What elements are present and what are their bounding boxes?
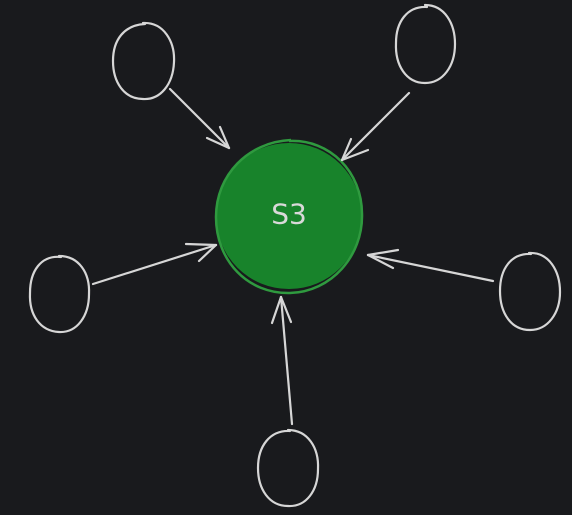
satellite-node-right[interactable]: [498, 251, 562, 332]
arrow-bottom-to-center: [270, 295, 294, 426]
satellite-node-bottom[interactable]: [256, 428, 320, 508]
center-node[interactable]: S3: [214, 138, 364, 295]
satellite-node-top-left[interactable]: [111, 21, 176, 101]
arrow-right-to-center: [366, 248, 495, 283]
satellite-node-top-right[interactable]: [394, 3, 457, 85]
arrow-top-left-to-center: [168, 87, 231, 150]
arrow-top-right-to-center: [340, 91, 411, 162]
center-node-label: S3: [271, 198, 307, 231]
arrow-left-to-center: [91, 242, 218, 286]
satellite-node-left[interactable]: [28, 254, 91, 334]
